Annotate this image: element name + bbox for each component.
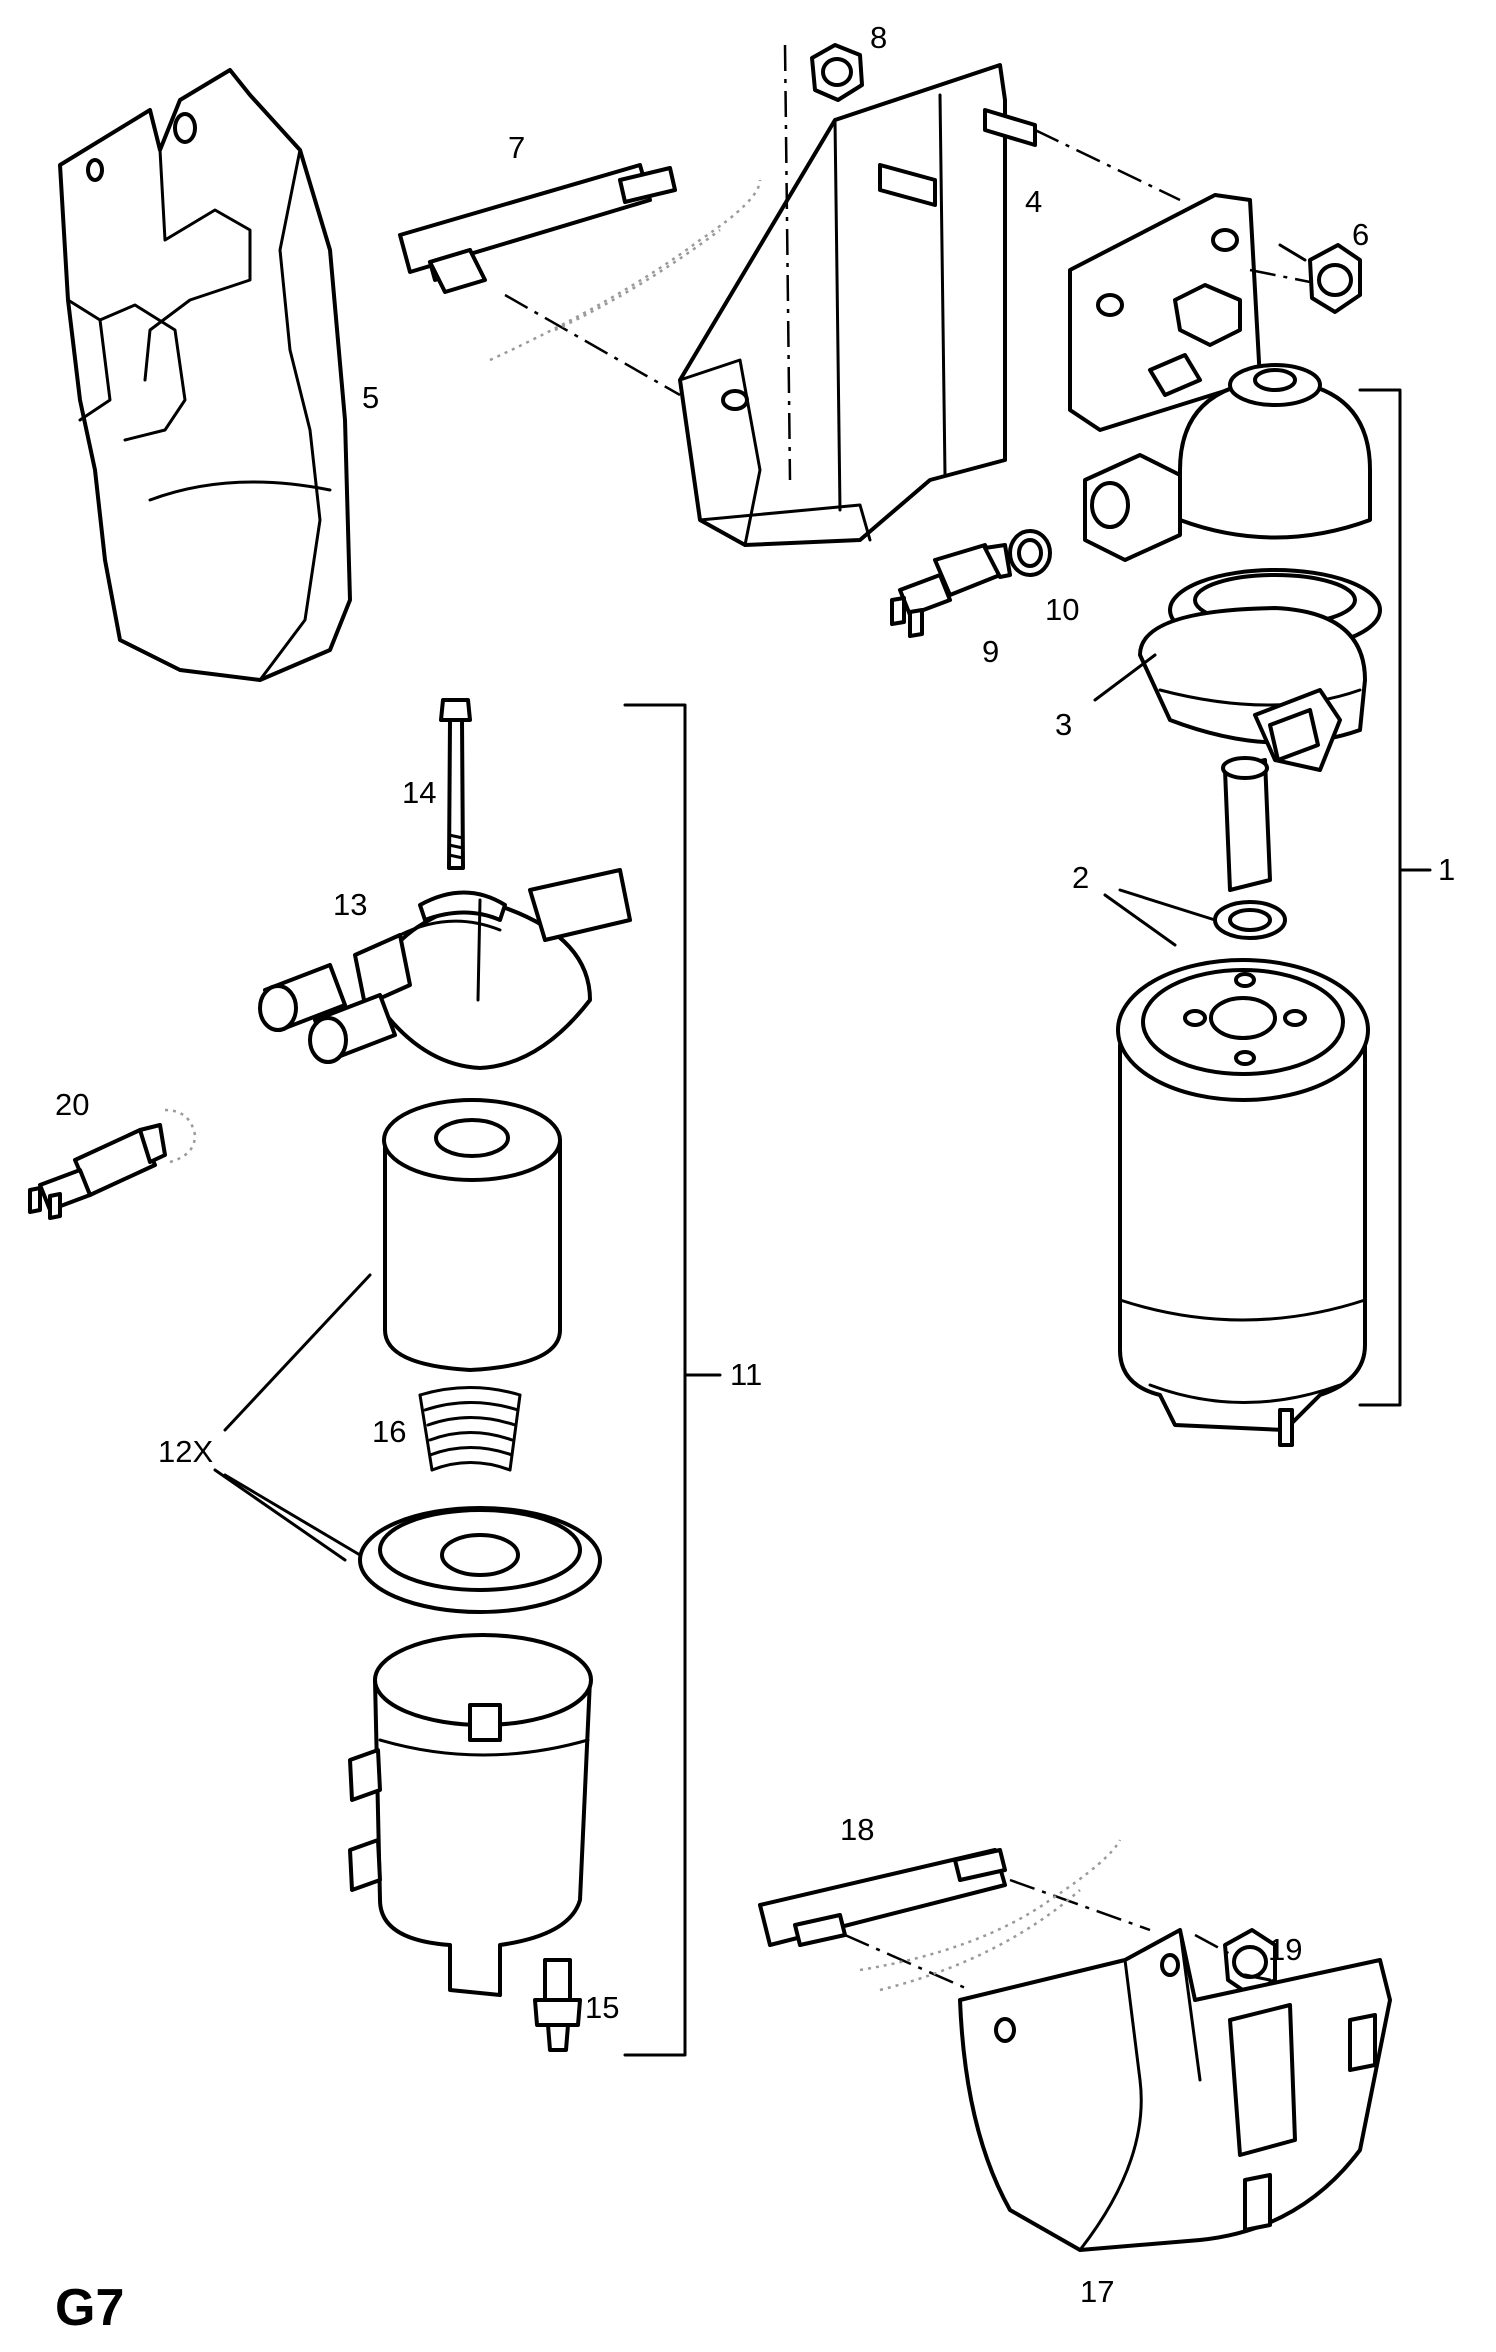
drain-plug-part-15 <box>533 1958 582 2052</box>
stud-plate-part-7 <box>398 163 677 294</box>
page-label: G7 <box>55 2279 124 2337</box>
callout-18: 18 <box>840 1812 874 1847</box>
bolt-part-14 <box>439 698 472 870</box>
filter-bowl-part-11 <box>348 1633 593 1997</box>
filter-head-part-1 <box>1068 193 1372 562</box>
callout-3: 3 <box>1055 707 1072 742</box>
mounting-bracket-part-4 <box>678 63 1037 547</box>
callout-6: 6 <box>1352 217 1369 252</box>
callout-2: 2 <box>1072 860 1089 895</box>
callout-12x: 12X <box>158 1434 213 1469</box>
sensor-switch-part-9 <box>890 543 1012 638</box>
callout-13: 13 <box>333 887 367 922</box>
callout-17: 17 <box>1080 2274 1114 2309</box>
o-ring-part-10 <box>1008 529 1052 577</box>
callout-9: 9 <box>982 634 999 669</box>
callout-20: 20 <box>55 1087 89 1122</box>
callout-10: 10 <box>1045 592 1079 627</box>
callout-7: 7 <box>508 130 525 165</box>
stud-plate-part-18 <box>758 1848 1007 1947</box>
separator-ring-part-3 <box>1138 568 1382 772</box>
callout-14: 14 <box>402 775 436 810</box>
nut-part-8 <box>810 43 864 102</box>
assembly-lines <box>489 44 1311 1992</box>
callout-16: 16 <box>372 1414 406 1449</box>
nut-part-6 <box>1308 243 1362 314</box>
callout-15: 15 <box>585 1990 619 2025</box>
callout-19: 19 <box>1268 1932 1302 1967</box>
callout-8: 8 <box>870 20 887 55</box>
callout-11: 11 <box>730 1357 762 1392</box>
callout-labels: 1 2 3 4 5 6 7 8 9 10 11 12X 13 14 15 16 … <box>55 20 1455 2309</box>
centre-tube-part-2 <box>1213 756 1287 940</box>
heat-shield-part-5 <box>58 68 352 682</box>
spring-part-16 <box>418 1386 522 1472</box>
filter-cartridge-part-12x <box>382 1098 562 1372</box>
callout-1: 1 <box>1438 852 1455 887</box>
filter-cartridge-part-1 <box>1116 958 1370 1447</box>
leader-lines <box>213 243 1432 2057</box>
filter-head-part-13 <box>258 868 632 1070</box>
bracket-part-17 <box>958 1928 1392 2252</box>
callout-4: 4 <box>1025 184 1042 219</box>
seal-disc-part-12x <box>358 1506 602 1614</box>
sensor-part-20 <box>28 1108 197 1220</box>
callout-5: 5 <box>362 380 379 415</box>
